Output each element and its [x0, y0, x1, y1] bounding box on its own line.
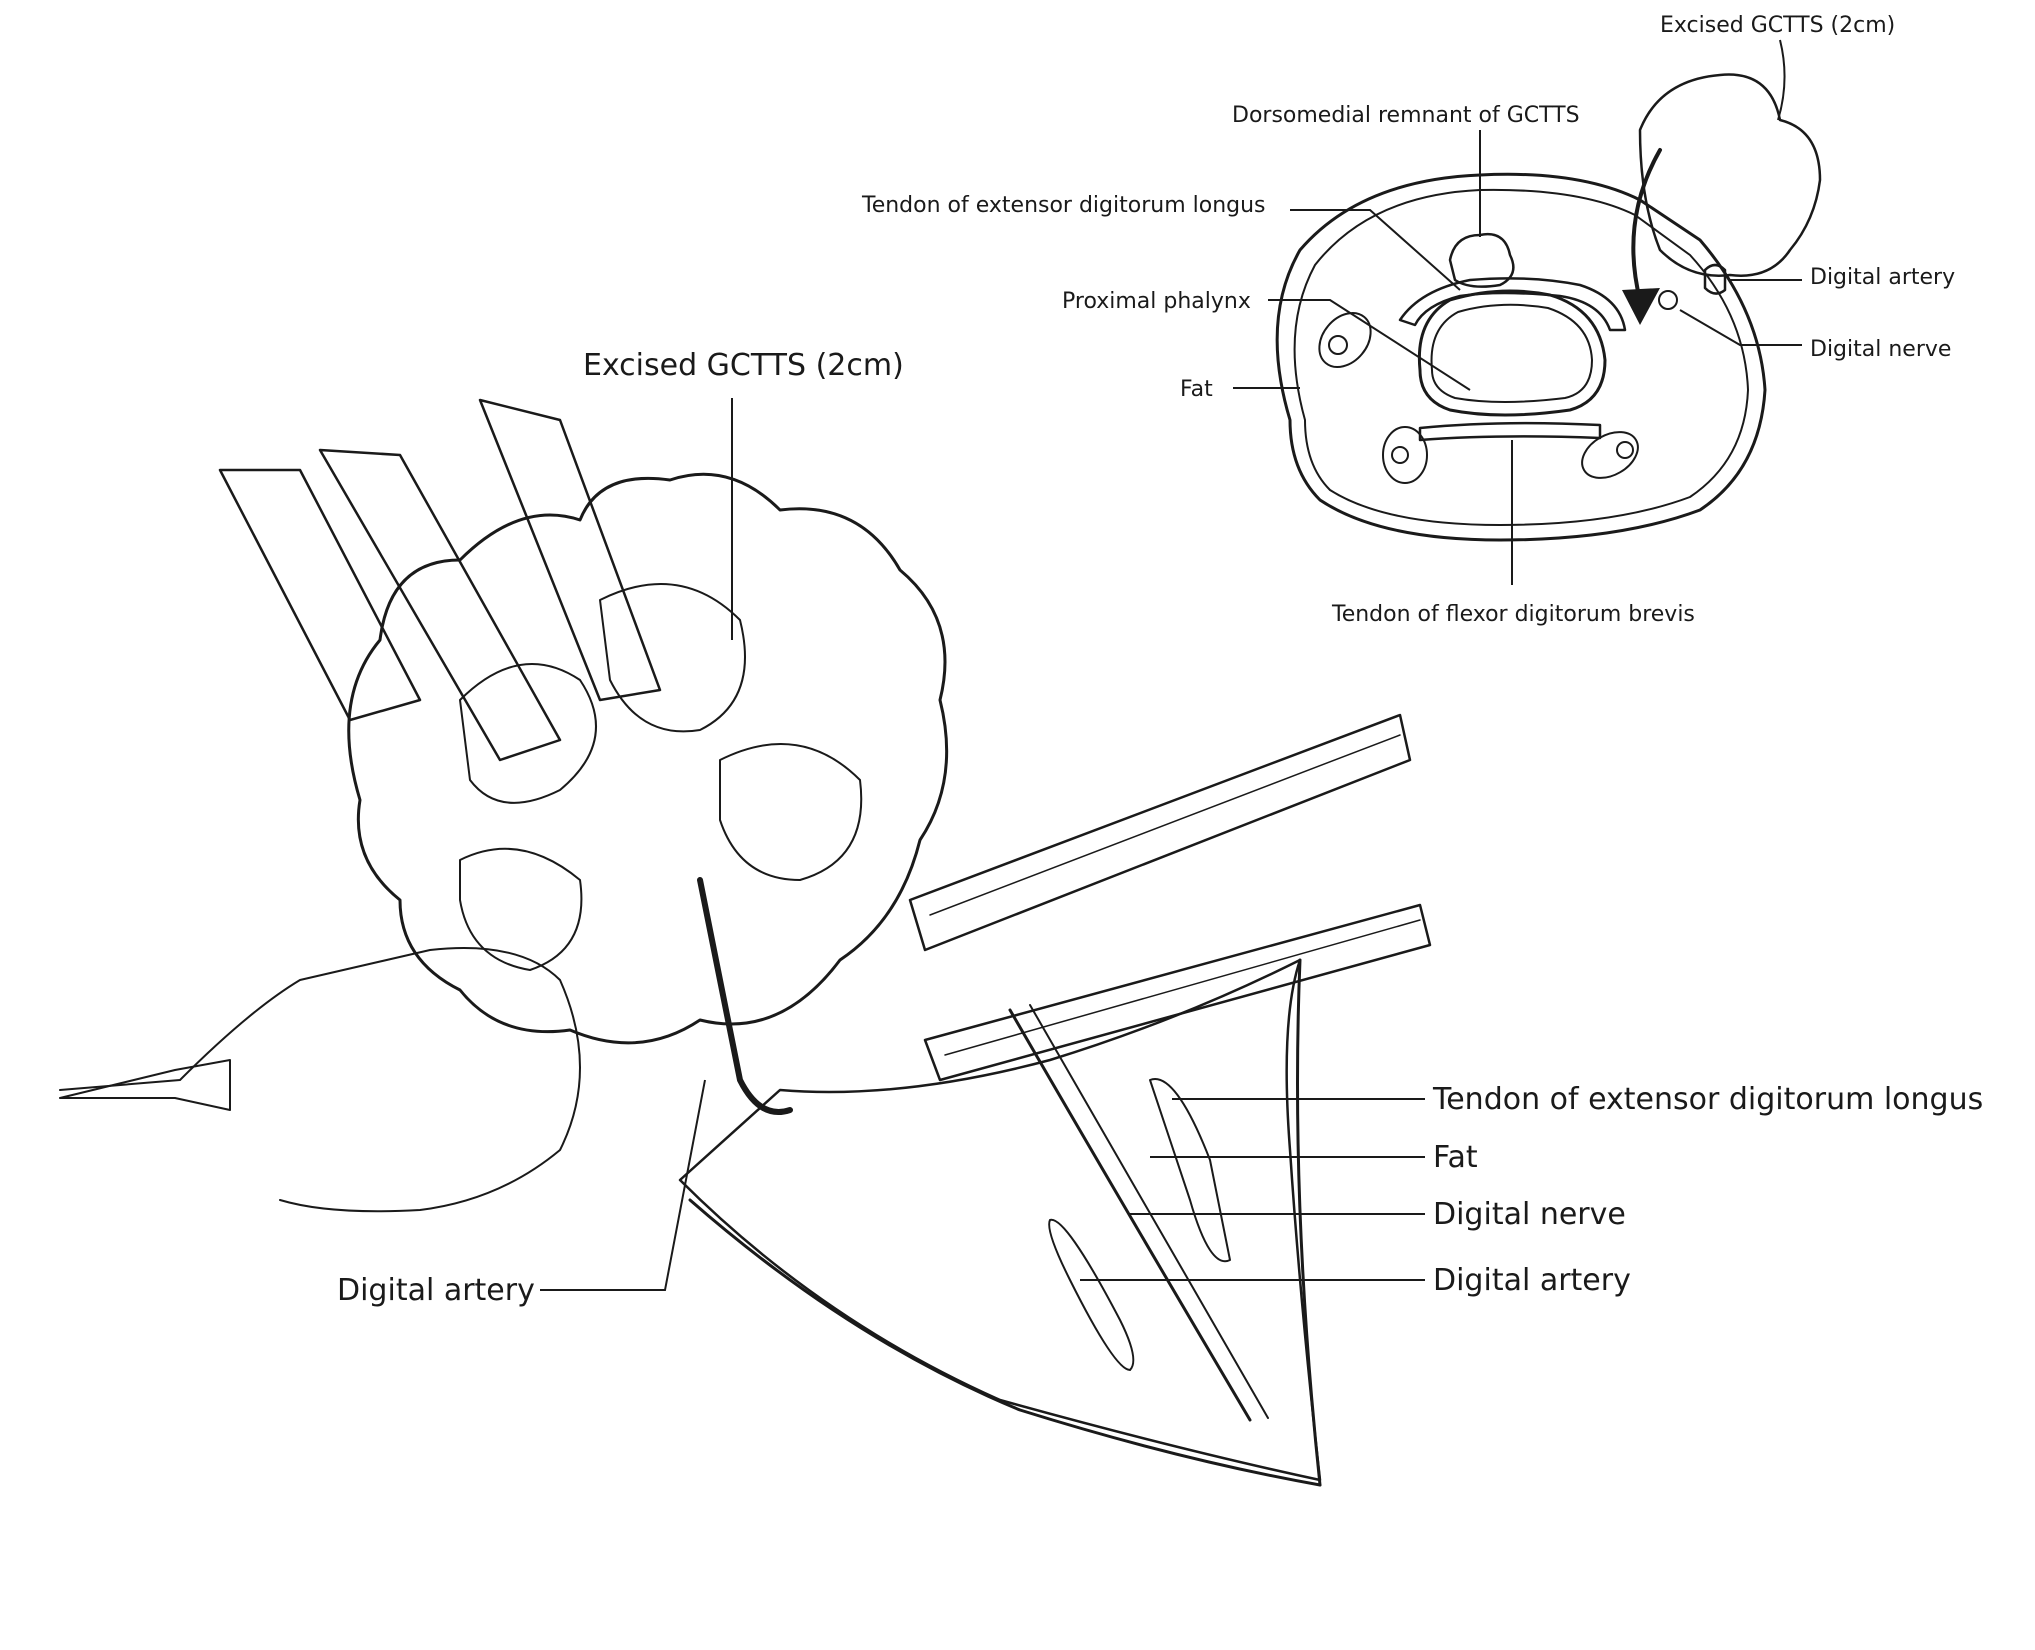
label-digital-nerve-main: Digital nerve: [1433, 1197, 1626, 1232]
toe-nail-handle: [59, 1059, 231, 1111]
digital-nerve-strand-2: [1029, 1004, 1269, 1419]
retractor-blades: [218, 398, 662, 762]
label-excised-gctts-main: Excised GCTTS (2cm): [583, 348, 904, 383]
toe-outline: [59, 947, 581, 1213]
leader-inset-nerve: [1679, 309, 1802, 346]
label-inset-edl: Tendon of extensor digitorum longus: [861, 193, 1266, 218]
inset-gctts-stalk: [1703, 263, 1727, 295]
label-inset-fdb: Tendon of flexor digitorum brevis: [1331, 602, 1695, 627]
label-digital-artery-left: Digital artery: [337, 1273, 535, 1308]
label-tendon-edl-main: Tendon of extensor digitorum longus: [1432, 1082, 1983, 1117]
forceps: [908, 713, 1432, 1082]
removal-arrow: [1631, 148, 1662, 302]
wound-edge-right: [1296, 958, 1322, 1487]
label-inset-remnant: Dorsomedial remnant of GCTTS: [1232, 103, 1580, 128]
incision-wound: [678, 958, 1322, 1482]
label-inset-excised-gctts: Excised GCTTS (2cm): [1660, 13, 1895, 38]
leader-inset-excised: [1777, 39, 1786, 121]
cross-section-outline: [1275, 172, 1767, 542]
leader-digital-artery-left: [540, 1079, 706, 1291]
label-inset-nerve: Digital nerve: [1810, 337, 1951, 362]
proximal-phalanx-bone: [1417, 289, 1607, 417]
label-digital-artery-right: Digital artery: [1433, 1263, 1631, 1298]
inset-cross-section: Excised GCTTS (2cm) Dorsomedial remnant …: [861, 13, 1955, 627]
main-surgical-view: Excised GCTTS (2cm) Digital artery Tendo…: [59, 348, 1983, 1487]
digital-nerve-strand: [1008, 1008, 1252, 1422]
neurovascular-bundles: [1318, 290, 1678, 484]
excised-gctts-mass: [347, 472, 949, 1115]
removal-arrow-head: [1622, 288, 1660, 325]
wound-edge-lower: [688, 1198, 1322, 1487]
label-fat-main: Fat: [1433, 1140, 1478, 1175]
digital-artery-strand: [1048, 1218, 1135, 1371]
inset-excised-gctts: [1638, 73, 1822, 277]
leader-inset-phalynx: [1268, 299, 1471, 391]
leader-inset-edl: [1290, 209, 1461, 291]
label-inset-artery: Digital artery: [1810, 265, 1955, 290]
tendon-strand: [1149, 1078, 1231, 1263]
dorsomedial-remnant: [1448, 232, 1515, 288]
flexor-tendon: [1418, 421, 1602, 442]
label-inset-fat: Fat: [1180, 377, 1213, 402]
label-inset-phalynx: Proximal phalynx: [1062, 289, 1251, 314]
extensor-tendon-hood: [1398, 277, 1627, 332]
